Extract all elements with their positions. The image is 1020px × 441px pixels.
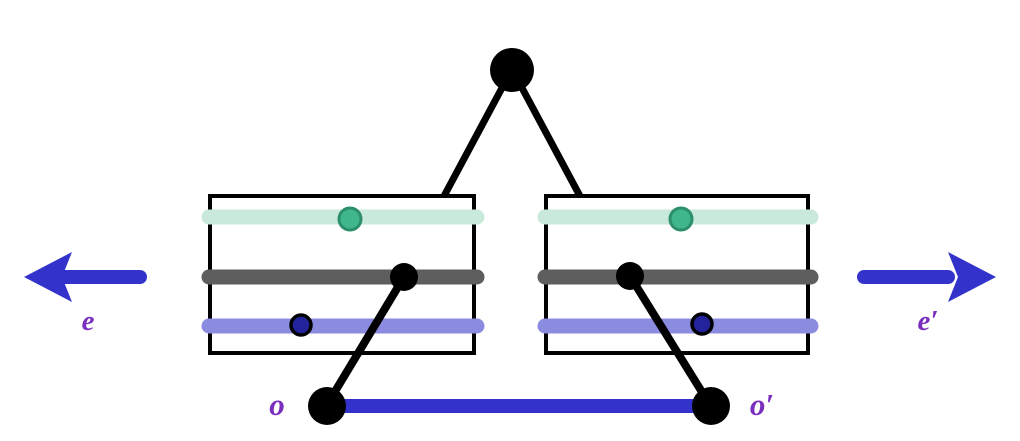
apex-node[interactable] bbox=[490, 48, 534, 92]
right-black-node[interactable] bbox=[616, 262, 644, 290]
arrow-left-e-label: e bbox=[82, 305, 95, 337]
base-node-o-prime[interactable] bbox=[692, 387, 730, 425]
base-node-o-label: o bbox=[269, 387, 285, 422]
base-node-o-prime-label: o′ bbox=[750, 387, 774, 422]
arrow-right-e-prime-group: e′ bbox=[857, 252, 996, 337]
arrow-right-e-prime-label: e′ bbox=[917, 305, 938, 337]
right-navy-marker-icon[interactable] bbox=[690, 312, 714, 336]
left-navy-marker-icon[interactable] bbox=[289, 313, 313, 337]
right-green-marker-icon[interactable] bbox=[668, 206, 694, 232]
branch-line-right bbox=[517, 84, 585, 200]
left-box-group bbox=[201, 194, 485, 416]
base-node-o[interactable] bbox=[308, 387, 346, 425]
branch-lines-group bbox=[439, 84, 585, 200]
left-black-node[interactable] bbox=[390, 263, 418, 291]
branch-line-left bbox=[439, 84, 507, 200]
arrow-left-e-head-icon bbox=[24, 252, 72, 302]
left-green-marker-icon[interactable] bbox=[337, 206, 363, 232]
arrow-right-e-prime-head-icon bbox=[948, 252, 996, 302]
right-box-group bbox=[537, 194, 819, 416]
arrow-left-e-group: e bbox=[24, 252, 147, 337]
